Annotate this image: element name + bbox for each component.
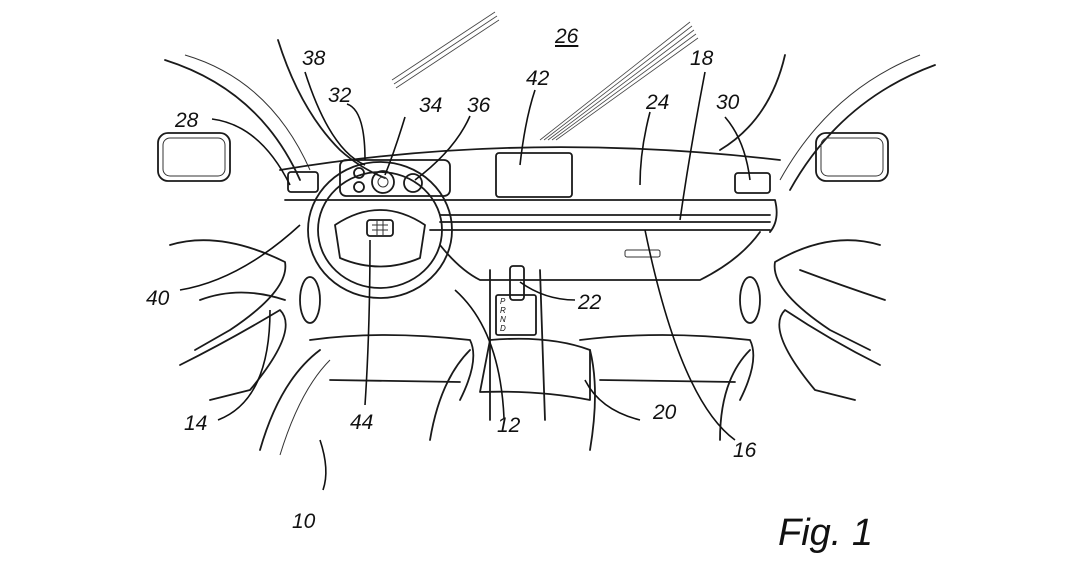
gear-label-p: P [500, 297, 506, 306]
steering-wheel [307, 161, 453, 299]
tachometer [403, 173, 423, 193]
ref-numeral-24: 24 [646, 91, 670, 114]
ref-numeral-42: 42 [526, 67, 550, 90]
steering-hub-logo [366, 219, 394, 237]
ref-numeral-22: 22 [578, 291, 602, 314]
gear-label-n: N [500, 315, 506, 324]
driver-seat [259, 334, 475, 456]
ref-numeral-40: 40 [146, 287, 170, 310]
ref-numeral-34: 34 [419, 94, 443, 117]
ref-numeral-28: 28 [175, 109, 199, 132]
windshield-reflection-hatch [391, 11, 699, 141]
gear-label-r: R [500, 306, 506, 315]
ref-numeral-10: 10 [292, 510, 316, 533]
ref-numeral-18: 18 [690, 47, 714, 70]
ref-numeral-20: 20 [653, 401, 677, 424]
right-door-panel [739, 239, 886, 401]
ref-numeral-32: 32 [328, 84, 352, 107]
small-gauge-lower [353, 181, 365, 193]
left-door-panel [169, 239, 321, 401]
gear-selector [489, 265, 546, 421]
gear-label-d: D [500, 324, 506, 333]
display-screen [495, 152, 573, 198]
ref-numeral-30: 30 [716, 91, 740, 114]
right-side-mirror [815, 132, 889, 182]
left-a-pillar [164, 39, 386, 181]
ref-numeral-38: 38 [302, 47, 326, 70]
speedometer [371, 170, 395, 194]
ref-numeral-36: 36 [467, 94, 491, 117]
center-armrest [479, 337, 591, 401]
ref-numeral-12: 12 [497, 414, 521, 437]
figure-caption: Fig. 1 [778, 512, 874, 554]
passenger-air-vent [734, 172, 771, 194]
ref-numeral-44: 44 [350, 411, 374, 434]
glove-box-handle [624, 249, 661, 258]
right-a-pillar [719, 54, 936, 191]
driver-air-vent [287, 171, 319, 193]
ref-numeral-16: 16 [733, 439, 757, 462]
leader-lines [179, 71, 751, 491]
ref-numeral-26: 26 [555, 25, 579, 48]
ref-numeral-14: 14 [184, 412, 208, 435]
dashboard [279, 146, 781, 281]
left-side-mirror [157, 132, 231, 182]
